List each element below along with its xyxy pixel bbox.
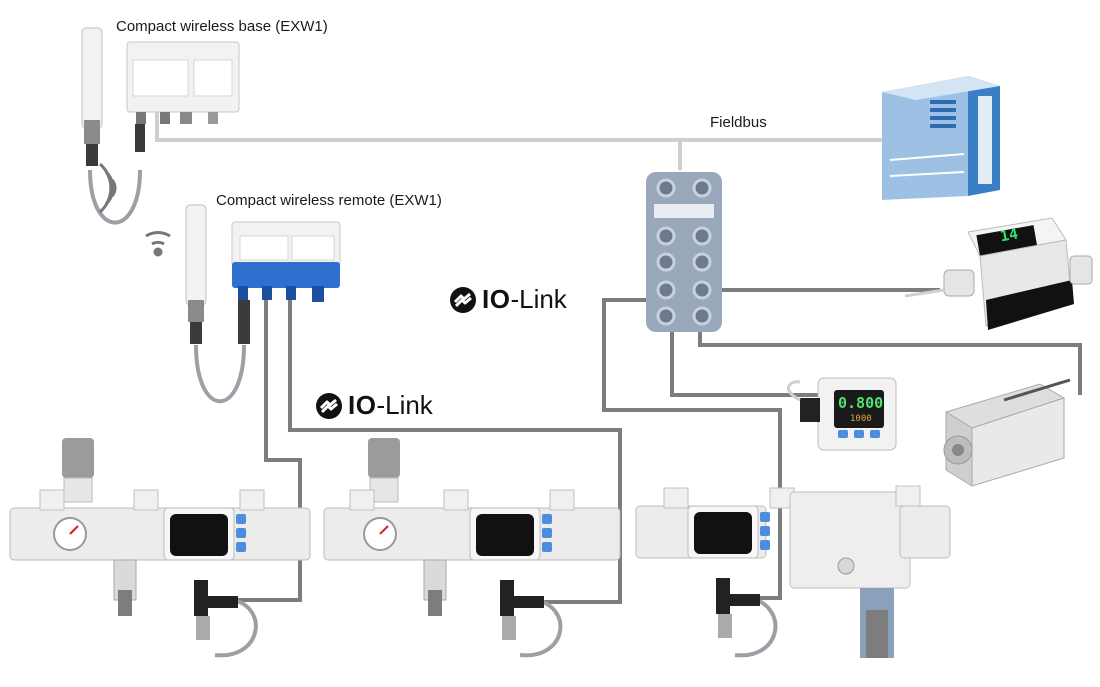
pressure-switch (787, 377, 897, 451)
wireless-signal-icon-2 (145, 231, 171, 257)
iolink-logo-1: IO-Link (450, 284, 567, 315)
iolink-suffix: -Link (510, 284, 567, 314)
pressure-switch-subdisplay: 1000 (850, 414, 872, 424)
pressure-switch-display: 0.800 (838, 394, 884, 412)
frl-unit-1 (9, 438, 311, 640)
wireless-base-antenna (81, 27, 103, 166)
wireless-remote-antenna (185, 204, 250, 344)
flow-switch-display: 14 (998, 224, 1020, 246)
wireless-signal-icon (98, 162, 117, 214)
iolink-symbol-icon (316, 392, 342, 419)
compact-cylinder (943, 378, 1071, 487)
iolink-prefix: IO (348, 390, 377, 420)
plc-cabinet (882, 76, 1000, 200)
antenna-cables (88, 169, 778, 658)
iolink-logo-2: IO-Link (316, 390, 433, 421)
iolink-symbol-icon (450, 286, 476, 313)
fieldbus-cable (155, 112, 885, 170)
wireless-remote-label: Compact wireless remote (EXW1) (216, 192, 442, 209)
iolink-suffix: -Link (376, 390, 433, 420)
fieldbus-label: Fieldbus (710, 114, 767, 131)
frl-unit-2 (323, 438, 621, 640)
io-link-master-hub (646, 172, 722, 332)
iolink-prefix: IO (482, 284, 511, 314)
wireless-base-label: Compact wireless base (EXW1) (116, 18, 328, 35)
flow-switch (904, 217, 1093, 330)
wireless-remote-unit (231, 221, 341, 302)
wireless-base-unit (126, 41, 240, 152)
valve-unit-3 (635, 485, 951, 658)
